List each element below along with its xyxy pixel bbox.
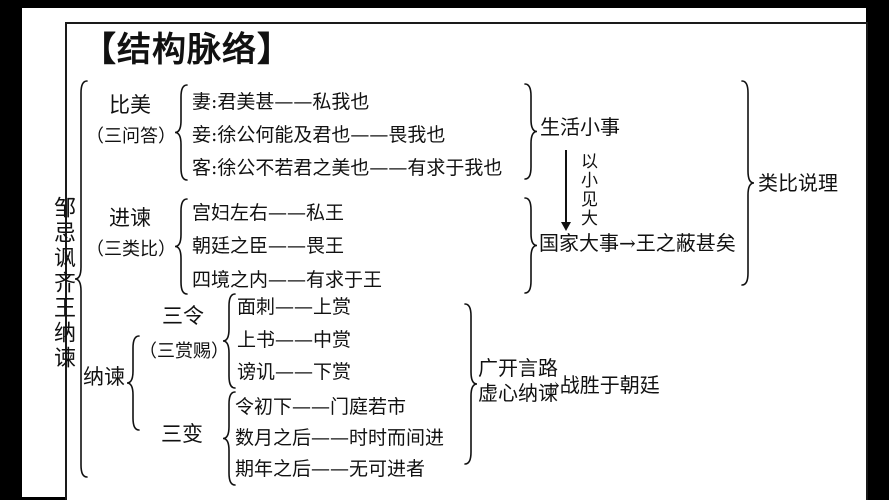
content-frame: 【结构脉络】 bbox=[65, 22, 868, 500]
sanbian-label: 三变 bbox=[161, 422, 203, 446]
sanling-item: 上书——中赏 bbox=[237, 329, 352, 351]
bimei-item: 客:徐公不若君之美也——有求于我也 bbox=[192, 157, 503, 179]
sanling-item: 面刺——上赏 bbox=[237, 296, 352, 318]
jinjian-item: 四境之内——有求于王 bbox=[192, 269, 383, 291]
jinjian-item: 宫妇左右——私王 bbox=[192, 202, 345, 224]
sanbian-open-brace bbox=[222, 391, 236, 486]
summary-brace bbox=[741, 80, 755, 286]
down-arrow-shaft bbox=[565, 150, 567, 222]
bimei-open-brace bbox=[174, 84, 188, 181]
bimei-close-brace bbox=[524, 83, 538, 180]
jinjian-label: 进谏 bbox=[109, 206, 151, 230]
najian-label: 纳谏 bbox=[83, 365, 125, 389]
bimei-item: 妾:徐公何能及君也——畏我也 bbox=[192, 124, 446, 146]
page-title: 【结构脉络】 bbox=[82, 31, 292, 69]
summary-label: 类比说理 bbox=[758, 171, 838, 195]
sanling-sublabel: （三赏赐） bbox=[139, 341, 229, 362]
jinjian-result: 国家大事→王之蔽甚矣 bbox=[539, 231, 736, 255]
sanbian-item: 令初下——门庭若市 bbox=[235, 396, 407, 418]
sanling-item: 谤讥——下赏 bbox=[237, 361, 352, 383]
najian-close-brace bbox=[464, 303, 478, 465]
najian-open-brace bbox=[126, 335, 140, 431]
slide-panel: 【结构脉络】 bbox=[22, 8, 868, 500]
najian-conclusion: →战胜于朝廷 bbox=[543, 373, 660, 397]
bridge-label: 以小见大 bbox=[577, 152, 597, 228]
down-arrow bbox=[560, 150, 572, 231]
bimei-label: 比美 bbox=[109, 93, 151, 117]
sanling-label: 三令 bbox=[162, 304, 204, 328]
jinjian-sublabel: （三类比） bbox=[86, 239, 176, 260]
sanling-open-brace bbox=[222, 293, 236, 389]
najian-result: 广开言路 bbox=[478, 356, 558, 380]
jinjian-open-brace bbox=[174, 198, 188, 295]
root-label: 邹忌讽齐王纳谏 bbox=[50, 196, 75, 371]
jinjian-close-brace bbox=[524, 197, 538, 294]
bimei-item: 妻:君美甚——私我也 bbox=[192, 91, 370, 113]
bimei-result: 生活小事 bbox=[540, 115, 620, 139]
najian-result: 虚心纳谏 bbox=[478, 381, 558, 405]
bimei-sublabel: （三问答） bbox=[86, 126, 176, 147]
root-brace bbox=[74, 80, 88, 478]
down-arrow-head bbox=[561, 222, 571, 231]
sanbian-item: 期年之后——无可进者 bbox=[235, 458, 426, 480]
sanbian-item: 数月之后——时时而间进 bbox=[235, 427, 445, 449]
jinjian-item: 朝廷之臣——畏王 bbox=[192, 235, 345, 257]
